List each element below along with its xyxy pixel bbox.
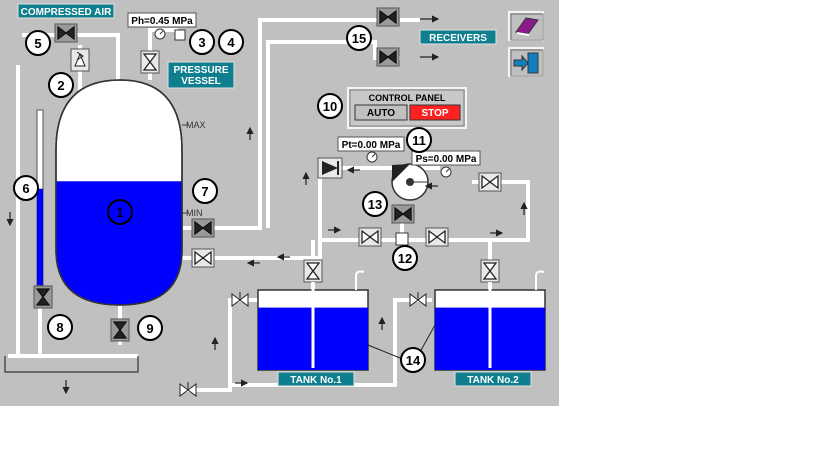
level-gauge-water bbox=[37, 188, 43, 285]
receivers-label: RECEIVERS bbox=[429, 33, 487, 44]
valve-12-right[interactable] bbox=[425, 227, 449, 247]
marker-8: 8 bbox=[47, 314, 73, 340]
marker-3: 3 bbox=[189, 29, 215, 55]
tank-1 bbox=[257, 270, 369, 371]
marker-11-text: 11 bbox=[412, 133, 426, 148]
valve-main-inlet[interactable] bbox=[179, 382, 197, 397]
valve-9[interactable] bbox=[110, 318, 130, 342]
valve-tank1-inlet[interactable] bbox=[231, 292, 249, 307]
marker-2: 2 bbox=[48, 72, 74, 98]
valve-pump-suction[interactable] bbox=[478, 172, 502, 192]
tank-1-tag: TANK No.1 bbox=[277, 371, 355, 387]
leader-14-tank2 bbox=[419, 324, 436, 353]
pressure-vessel-label-1: PRESSURE bbox=[173, 65, 228, 76]
marker-11: 11 bbox=[406, 127, 432, 153]
pressure-sensor-icon bbox=[174, 29, 186, 41]
auto-button-label: AUTO bbox=[367, 108, 395, 119]
manifold-junction bbox=[395, 232, 409, 246]
marker-13-text: 13 bbox=[368, 197, 382, 212]
component-markers: 1 2 3 4 5 6 7 8 9 10 11 12 13 14 15 bbox=[13, 25, 432, 373]
marker-3-text: 3 bbox=[198, 35, 205, 50]
marker-12-text: 12 bbox=[398, 251, 412, 266]
marker-6-text: 6 bbox=[22, 181, 29, 196]
pressure-vessel bbox=[55, 79, 183, 306]
tank1-label: TANK No.1 bbox=[290, 375, 342, 386]
vessel-water-level bbox=[56, 181, 182, 305]
check-valve-pump-outlet[interactable] bbox=[317, 157, 343, 179]
tank-2-tag: TANK No.2 bbox=[454, 371, 532, 387]
valve-tank2-top[interactable] bbox=[480, 259, 500, 283]
compressed-air-label: COMPRESSED AIR bbox=[21, 7, 113, 18]
valve-12-left[interactable] bbox=[358, 227, 382, 247]
receivers-tag: RECEIVERS bbox=[419, 29, 497, 45]
tank-2 bbox=[434, 270, 546, 371]
valve-13[interactable] bbox=[391, 204, 415, 224]
book-icon[interactable] bbox=[508, 11, 544, 41]
valve-tank1-top[interactable] bbox=[303, 259, 323, 283]
tank2-label: TANK No.2 bbox=[467, 375, 519, 386]
ps-readout: Ps=0.00 MPa bbox=[411, 150, 481, 166]
valve-pressure-vessel-inlet[interactable] bbox=[140, 50, 160, 74]
valve-outlet-lower[interactable] bbox=[191, 248, 215, 268]
max-level-label: MAX bbox=[186, 120, 206, 130]
pump-11[interactable] bbox=[391, 163, 429, 201]
pt-readout: Pt=0.00 MPa bbox=[337, 136, 405, 152]
marker-10-text: 10 bbox=[323, 99, 337, 114]
marker-9-text: 9 bbox=[146, 321, 153, 336]
flow-arrows bbox=[6, 15, 528, 395]
auto-button[interactable]: AUTO bbox=[354, 104, 408, 121]
marker-1-text: 1 bbox=[116, 205, 123, 220]
ps-readout-text: Ps=0.00 MPa bbox=[416, 154, 477, 165]
safety-valve-2[interactable] bbox=[70, 48, 90, 72]
marker-2-text: 2 bbox=[57, 78, 64, 93]
stop-button[interactable]: STOP bbox=[409, 104, 461, 121]
stop-button-label: STOP bbox=[421, 108, 448, 119]
valve-7[interactable] bbox=[191, 218, 215, 238]
exit-icon[interactable] bbox=[508, 47, 544, 77]
marker-12: 12 bbox=[392, 245, 418, 271]
marker-4-text: 4 bbox=[227, 35, 235, 50]
valve-tank2-inlet[interactable] bbox=[409, 292, 427, 307]
valve-5[interactable] bbox=[54, 23, 78, 43]
marker-5: 5 bbox=[25, 30, 51, 56]
leader-14-tank1 bbox=[367, 344, 406, 361]
marker-14-text: 14 bbox=[406, 353, 421, 368]
control-panel-title: CONTROL PANEL bbox=[369, 93, 446, 103]
marker-6: 6 bbox=[13, 175, 39, 201]
ph-readout-text: Ph=0.45 MPa bbox=[131, 16, 193, 27]
drain-collector bbox=[4, 356, 139, 373]
valve-15-upper[interactable] bbox=[376, 7, 400, 27]
marker-15: 15 bbox=[346, 25, 372, 51]
compressed-air-tag: COMPRESSED AIR bbox=[17, 3, 115, 19]
pump-suction-gauge-icon bbox=[440, 166, 452, 178]
valve-8[interactable] bbox=[33, 285, 53, 309]
pump-discharge-gauge-icon bbox=[366, 151, 378, 163]
pressure-gauge-icon bbox=[154, 28, 166, 40]
pressure-vessel-label-2: VESSEL bbox=[181, 76, 220, 87]
marker-1: 1 bbox=[107, 199, 133, 225]
ph-readout: Ph=0.45 MPa bbox=[127, 12, 197, 28]
marker-15-text: 15 bbox=[352, 31, 366, 46]
marker-5-text: 5 bbox=[34, 36, 41, 51]
marker-9: 9 bbox=[137, 315, 163, 341]
min-level-label: MIN bbox=[186, 208, 203, 218]
marker-10: 10 bbox=[317, 93, 343, 119]
pt-readout-text: Pt=0.00 MPa bbox=[342, 140, 401, 151]
marker-7: 7 bbox=[192, 178, 218, 204]
marker-4: 4 bbox=[218, 29, 244, 55]
marker-14: 14 bbox=[400, 347, 426, 373]
marker-8-text: 8 bbox=[56, 320, 63, 335]
valve-15-lower[interactable] bbox=[376, 47, 400, 67]
marker-7-text: 7 bbox=[201, 184, 208, 199]
marker-13: 13 bbox=[362, 191, 388, 217]
pressure-vessel-tag: PRESSURE VESSEL bbox=[167, 61, 235, 89]
